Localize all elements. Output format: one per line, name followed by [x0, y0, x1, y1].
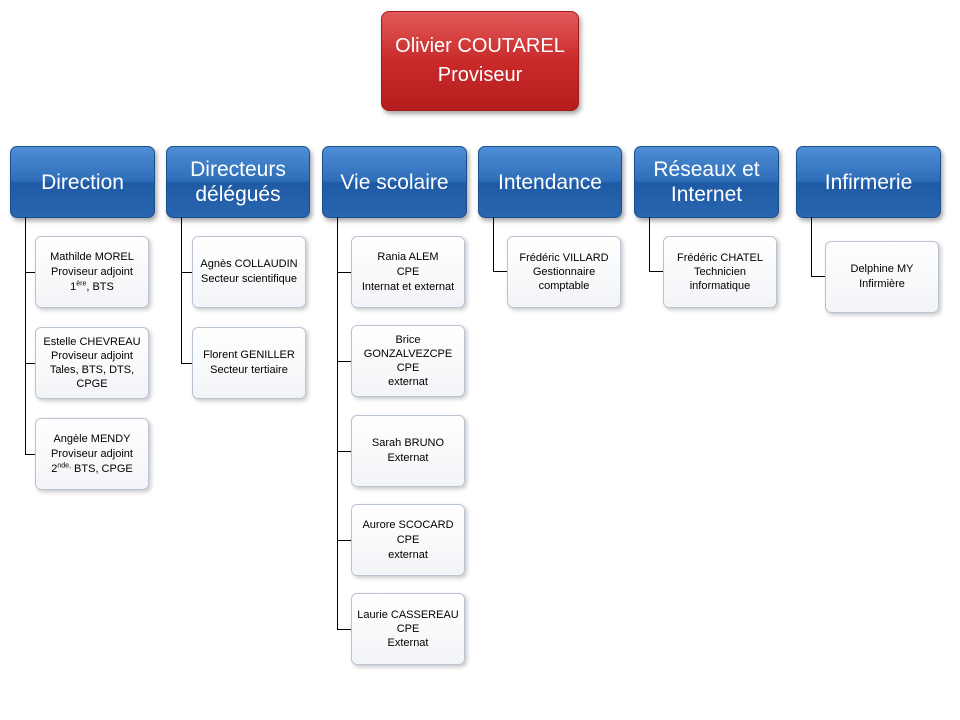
connector	[337, 451, 351, 452]
member-card: Florent GENILLER Secteur tertiaire	[192, 327, 306, 399]
connector	[649, 271, 663, 272]
member-card: Agnès COLLAUDIN Secteur scientifique	[192, 236, 306, 308]
member-role: Gestionnaire comptable	[532, 266, 596, 292]
dept-title: Infirmerie	[824, 170, 913, 194]
member-card: Brice GONZALVEZCPE CPE externat	[351, 325, 465, 397]
member-detail: Externat	[387, 637, 429, 649]
dept-title: Directeurs délégués	[190, 158, 286, 206]
dept-vie-scolaire: Vie scolaire	[322, 146, 467, 218]
dept-title: Vie scolaire	[340, 170, 449, 194]
member-detail: Internat et externat	[361, 280, 455, 293]
proviseur-role: Proviseur	[437, 64, 523, 86]
dept-direction: Direction	[10, 146, 155, 218]
member-role: CPE	[396, 533, 420, 546]
member-role: Secteur scientifique	[201, 273, 297, 285]
connector	[25, 272, 35, 273]
member-name: Agnès COLLAUDIN	[200, 258, 298, 270]
member-card: Rania ALEM CPE Internat et externat	[351, 236, 465, 308]
member-card: Laurie CASSEREAU CPE Externat	[351, 593, 465, 665]
member-role: Proviseur adjoint	[51, 350, 133, 362]
member-name: Laurie CASSEREAU	[357, 609, 459, 621]
member-card: Angèle MENDY Proviseur adjoint 2nde, BTS…	[35, 418, 149, 490]
connector	[337, 272, 351, 273]
member-name: Rania ALEM	[377, 250, 439, 263]
member-role: Infirmière	[859, 278, 905, 290]
dept-intendance: Intendance	[478, 146, 622, 218]
connector	[181, 272, 192, 273]
member-role: CPE	[396, 265, 420, 278]
connector	[337, 629, 351, 630]
member-name: Aurore SCOCARD	[362, 518, 454, 531]
member-role: Technicien informatique	[689, 266, 751, 292]
member-detail: 1ère, BTS	[70, 279, 114, 293]
member-card: Frédéric VILLARD Gestionnaire comptable	[507, 236, 621, 308]
member-role: CPE	[396, 623, 420, 635]
member-card: Mathilde MOREL Proviseur adjoint 1ère, B…	[35, 236, 149, 308]
member-card: Sarah BRUNO Externat	[351, 415, 465, 487]
connector-reseaux	[649, 217, 650, 272]
connector	[337, 540, 351, 541]
member-name: Mathilde MOREL	[50, 250, 134, 263]
member-name: Estelle CHEVREAU	[43, 336, 141, 348]
member-role: Secteur tertiaire	[210, 364, 288, 376]
connector	[181, 363, 192, 364]
dept-title: Réseaux et Internet	[653, 158, 760, 206]
member-card: Estelle CHEVREAU Proviseur adjoint Tales…	[35, 327, 149, 399]
connector	[493, 271, 507, 272]
dept-reseaux-internet: Réseaux et Internet	[634, 146, 779, 218]
member-card: Delphine MY Infirmière	[825, 241, 939, 313]
connector	[337, 361, 351, 362]
member-card: Frédéric CHATEL Technicien informatique	[663, 236, 777, 308]
member-detail: externat	[388, 376, 428, 388]
member-detail: 2nde, BTS, CPGE	[51, 461, 133, 475]
member-name: Delphine MY	[850, 263, 914, 275]
proviseur-name: Olivier COUTAREL	[395, 35, 565, 57]
connector-intendance	[493, 217, 494, 272]
connector-infirmerie	[811, 217, 812, 277]
member-role: Proviseur adjoint	[51, 447, 133, 460]
dept-directeurs-delegues: Directeurs délégués	[166, 146, 310, 218]
member-card: Aurore SCOCARD CPE externat	[351, 504, 465, 576]
member-name: Angèle MENDY	[53, 432, 131, 445]
connector	[25, 454, 35, 455]
member-name: Florent GENILLER	[203, 349, 295, 361]
connector-vie-scolaire	[337, 217, 338, 630]
member-name: Frédéric VILLARD	[519, 252, 609, 264]
connector-direction	[25, 217, 26, 454]
connector-directeurs	[181, 217, 182, 364]
member-name: Brice GONZALVEZCPE	[363, 334, 453, 360]
member-role: Externat	[387, 452, 429, 464]
dept-title: Intendance	[498, 170, 602, 194]
member-role: Proviseur adjoint	[51, 265, 133, 278]
connector	[811, 276, 825, 277]
dept-infirmerie: Infirmerie	[796, 146, 941, 218]
proviseur-box: Olivier COUTAREL Proviseur	[381, 11, 579, 111]
member-detail: externat	[388, 548, 428, 561]
member-detail: Tales, BTS, DTS, CPGE	[49, 364, 135, 390]
connector	[25, 363, 35, 364]
member-name: Sarah BRUNO	[371, 437, 445, 449]
dept-title: Direction	[41, 170, 124, 194]
member-name: Frédéric CHATEL	[677, 252, 763, 264]
member-role: CPE	[396, 362, 420, 374]
